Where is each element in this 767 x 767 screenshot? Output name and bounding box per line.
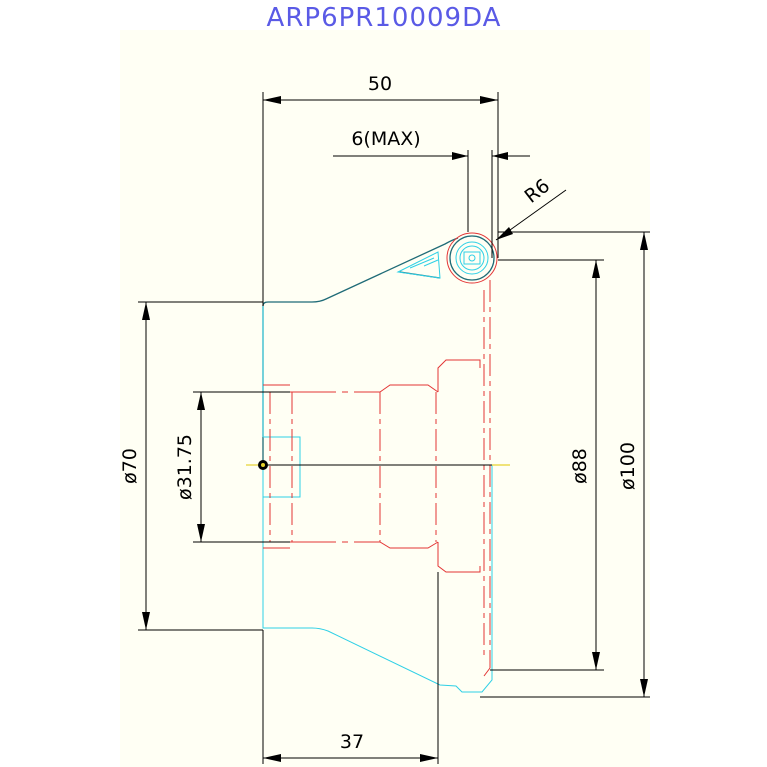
dimension-label-max-depth: 6(MAX) bbox=[351, 128, 420, 150]
drawing-title: ARP6PR10009DA bbox=[267, 3, 502, 33]
centerline bbox=[246, 460, 510, 470]
dimension-outer-diameter: ø100 bbox=[480, 231, 650, 698]
dimension-bore-diameter: ø31.75 bbox=[174, 391, 290, 543]
dimension-label-body-diameter: ø70 bbox=[119, 448, 141, 484]
cutter-body-lower-profile bbox=[262, 306, 493, 693]
hidden-lines bbox=[263, 280, 491, 677]
dimension-body-diameter: ø70 bbox=[119, 301, 263, 631]
dimension-label-body-length: 37 bbox=[340, 731, 364, 753]
dimension-inner-diameter: ø88 bbox=[490, 259, 604, 671]
drawing-sheet bbox=[120, 30, 650, 767]
round-insert bbox=[446, 232, 498, 284]
dimension-max-depth: 6(MAX) bbox=[333, 128, 530, 258]
dimension-body-length: 37 bbox=[262, 572, 439, 764]
dimension-label-overall-length: 50 bbox=[368, 73, 392, 95]
dimension-label-outer-diameter: ø100 bbox=[617, 442, 639, 490]
dimension-overall-length: 50 bbox=[262, 73, 499, 306]
dimension-label-inner-diameter: ø88 bbox=[569, 448, 591, 484]
dimension-label-bore-diameter: ø31.75 bbox=[174, 434, 196, 500]
insert-pocket bbox=[396, 251, 441, 279]
